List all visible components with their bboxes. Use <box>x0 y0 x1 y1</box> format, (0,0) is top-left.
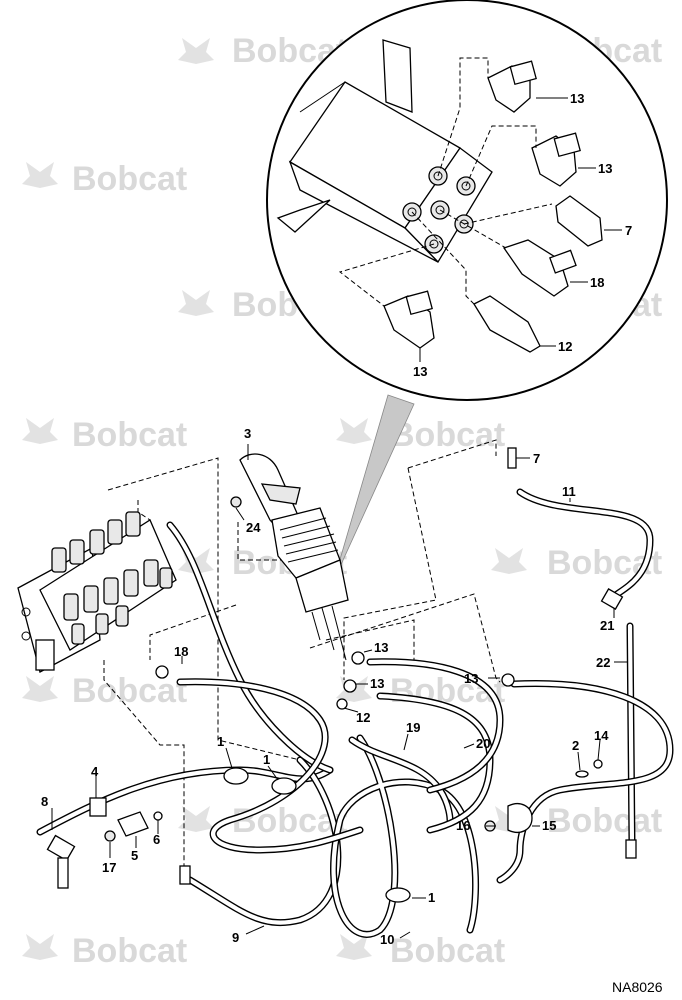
callout-9: 9 <box>232 930 239 945</box>
callout-14: 14 <box>594 728 609 743</box>
watermark-11: Bobcat <box>336 672 505 710</box>
hose-13-right <box>496 680 674 884</box>
watermark-6: Bobcat <box>22 416 187 454</box>
callout-12-detail: 12 <box>558 339 572 354</box>
callout-16: 16 <box>456 818 470 833</box>
small-parts <box>46 447 637 903</box>
callout-1-b: 1 <box>263 752 270 767</box>
svg-text:Bobcat: Bobcat <box>72 932 187 970</box>
hose-22 <box>626 622 636 850</box>
callout-13-detail-mid: 13 <box>598 161 612 176</box>
hose-left-long <box>166 521 334 774</box>
svg-text:Bobcat: Bobcat <box>390 416 505 454</box>
callout-7: 7 <box>533 451 540 466</box>
callout-5: 5 <box>131 848 138 863</box>
part-13-b <box>343 679 357 693</box>
fitting-8b <box>57 857 69 889</box>
callout-1-c: 1 <box>428 890 435 905</box>
clamp-1c <box>385 887 411 903</box>
callout-12: 12 <box>356 710 370 725</box>
callout-22: 22 <box>596 655 610 670</box>
hose-10 <box>330 734 480 938</box>
callout-10: 10 <box>380 932 394 947</box>
svg-text:Bobcat: Bobcat <box>72 416 187 454</box>
watermark-3: Bobcat <box>22 160 187 198</box>
callout-18-detail: 18 <box>590 275 604 290</box>
hose-9 <box>186 756 342 927</box>
magnify-cone <box>333 394 415 581</box>
detail-fitting-13-mid <box>531 132 581 187</box>
detail-fitting-7 <box>555 195 603 247</box>
callout-13-detail-low: 13 <box>413 364 427 379</box>
callout-numbers: 13 13 7 18 12 13 3 24 7 11 21 22 18 13 1… <box>41 91 632 947</box>
clamp-1a <box>223 767 249 785</box>
joystick-assembly <box>239 453 349 661</box>
bracket-5 <box>117 811 149 837</box>
bolt-6 <box>153 811 163 821</box>
routing-dashed-lines <box>103 439 501 875</box>
part-12-a <box>336 698 348 710</box>
watermark-10: Bobcat <box>22 672 187 710</box>
watermark-15: Bobcat <box>336 932 505 970</box>
callout-7-detail: 7 <box>625 223 632 238</box>
callout-4: 4 <box>91 764 99 779</box>
callout-13-c: 13 <box>464 671 478 686</box>
drawing-reference: NA8026 <box>612 979 663 995</box>
hose-11 <box>516 488 654 602</box>
callout-3: 3 <box>244 426 251 441</box>
detail-fitting-18 <box>502 239 577 297</box>
hose-fitting-9 <box>179 865 191 885</box>
hose-assemblies <box>36 488 674 938</box>
callout-13-detail-top: 13 <box>570 91 584 106</box>
callout-11: 11 <box>562 484 576 499</box>
callout-20: 20 <box>476 736 490 751</box>
callout-24: 24 <box>246 520 261 535</box>
fitting-8 <box>46 834 76 862</box>
nut-17 <box>104 830 116 842</box>
bolt-14 <box>593 759 603 769</box>
part-7-fitting <box>507 447 517 469</box>
detail-dashed-leaders <box>338 57 553 307</box>
svg-text:Bobcat: Bobcat <box>390 932 505 970</box>
part-13-c <box>501 673 515 687</box>
callout-6: 6 <box>153 832 160 847</box>
svg-text:Bobcat: Bobcat <box>547 802 662 840</box>
hose-fitting-22 <box>625 839 637 859</box>
washer-2 <box>575 770 589 778</box>
callout-1-a: 1 <box>217 734 224 749</box>
part-18-a <box>155 665 169 679</box>
control-valve-assembly <box>17 511 177 673</box>
callout-19: 19 <box>406 720 420 735</box>
callout-13-b: 13 <box>370 676 384 691</box>
watermark-12: Bobcat <box>178 802 347 840</box>
callout-13-a: 13 <box>374 640 388 655</box>
detail-fitting-13-low <box>383 290 435 349</box>
svg-text:Bobcat: Bobcat <box>72 160 187 198</box>
detail-fitting-13-top <box>487 60 537 113</box>
clamp-15 <box>507 803 533 833</box>
watermark-7: Bobcat <box>336 416 505 454</box>
callout-2: 2 <box>572 738 579 753</box>
part-24-nut <box>230 496 242 508</box>
callout-15: 15 <box>542 818 556 833</box>
clamp-4 <box>89 797 107 817</box>
part-13-a <box>351 651 365 665</box>
callout-21: 21 <box>600 618 614 633</box>
callout-17: 17 <box>102 860 116 875</box>
svg-text:Bobcat: Bobcat <box>72 672 187 710</box>
leader-lines <box>51 97 628 939</box>
hose-13-mid <box>366 658 504 794</box>
clamp-1b <box>271 777 297 795</box>
callout-18: 18 <box>174 644 188 659</box>
callout-8: 8 <box>41 794 48 809</box>
detail-view <box>266 0 668 401</box>
hose-18 <box>176 678 364 854</box>
watermark-14: Bobcat <box>22 932 187 970</box>
part-21-elbow <box>600 588 624 610</box>
